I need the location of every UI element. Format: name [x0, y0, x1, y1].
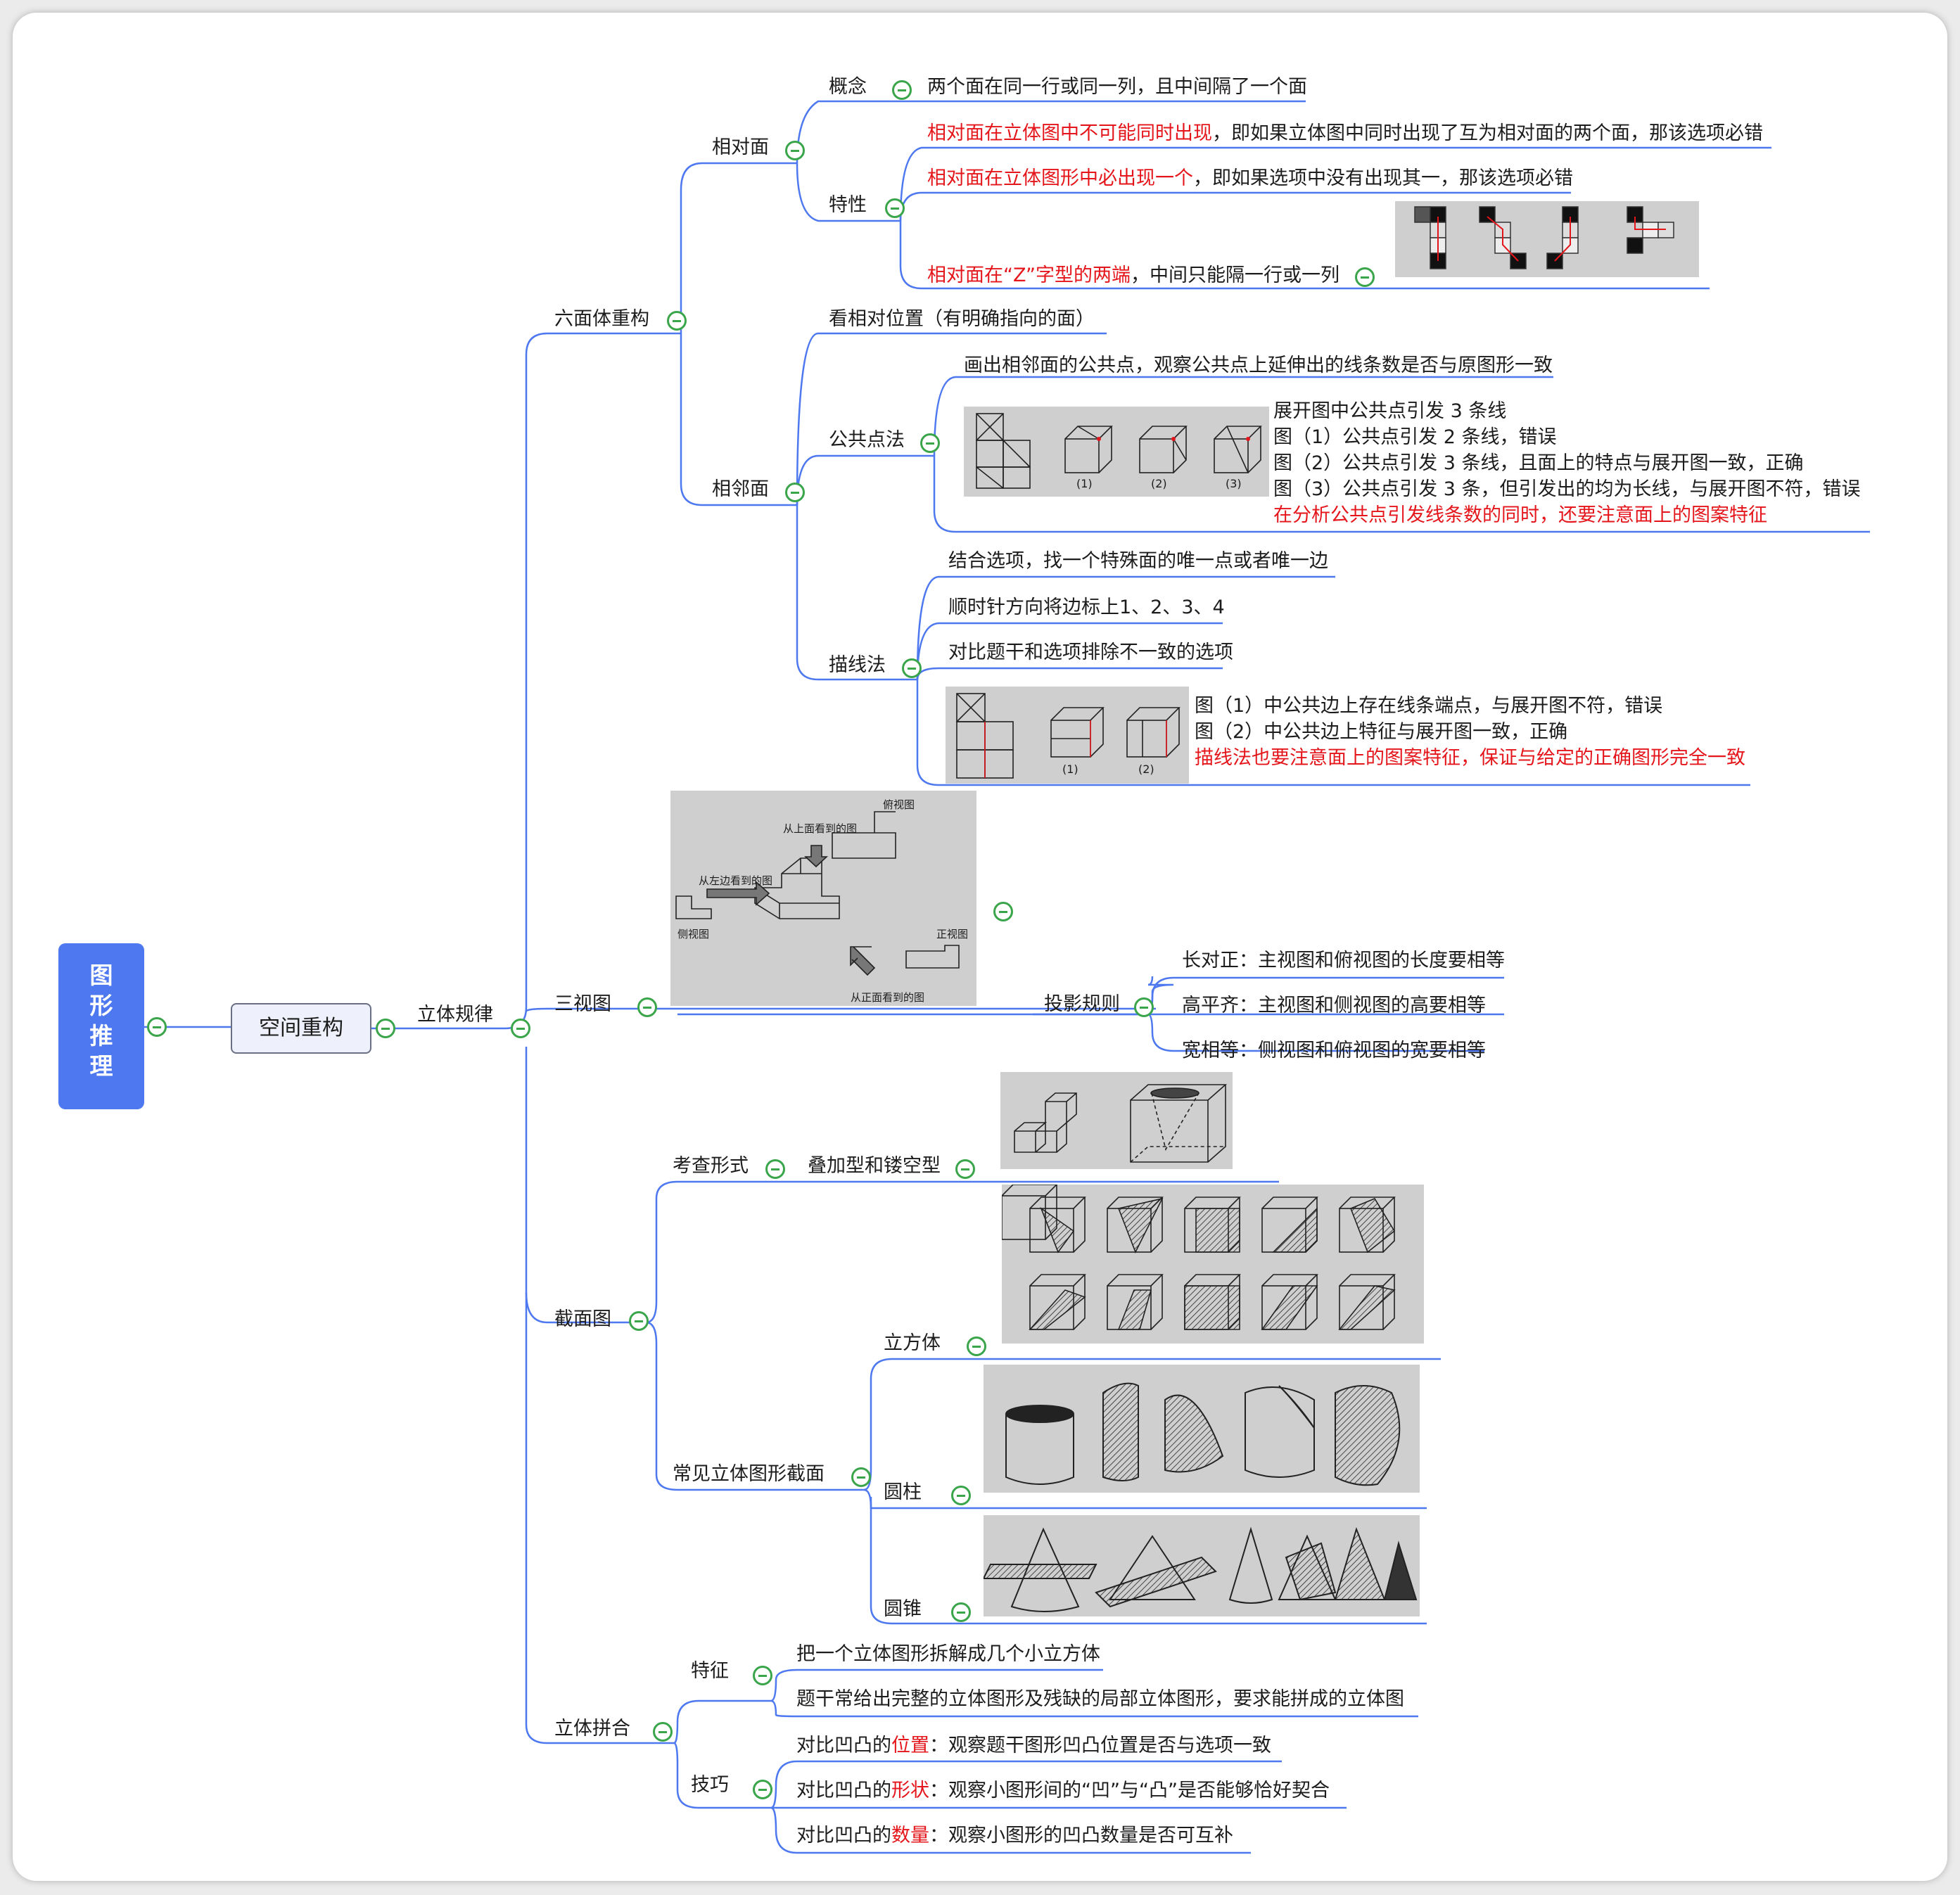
skill-quantity: 对比凹凸的数量：观察小图形的凹凸数量是否可互补	[796, 1825, 1233, 1846]
collapse-icon[interactable]	[920, 433, 940, 453]
collapse-icon[interactable]	[629, 1311, 649, 1331]
topic-space-reconstruction[interactable]: 空间重构	[231, 1003, 371, 1054]
label-projection-rule[interactable]: 投影规则	[1044, 993, 1120, 1015]
label-cylinder[interactable]: 圆柱	[884, 1481, 922, 1503]
topic-opposite-faces[interactable]: 相对面	[712, 136, 769, 158]
collapse-icon[interactable]	[753, 1666, 772, 1685]
img-label: 从左边看到的图	[699, 874, 773, 887]
root-char: 形	[89, 992, 113, 1019]
topic-adjacent-faces[interactable]: 相邻面	[712, 478, 769, 500]
label-features[interactable]: 特征	[691, 1660, 729, 1682]
concept-text: 两个面在同一行或同一列，且中间隔了一个面	[927, 76, 1307, 98]
collapse-icon[interactable]	[955, 1159, 975, 1179]
root-topic[interactable]: 图 形 推 理	[58, 943, 144, 1109]
root-char: 推	[89, 1022, 113, 1049]
feature-2: 题干常给出完整的立体图形及残缺的局部立体图形，要求能拼成的立体图	[796, 1688, 1404, 1710]
skill-shape: 对比凹凸的形状：观察小图形间的“凹”与“凸”是否能够恰好契合	[796, 1780, 1330, 1801]
label-trace-line[interactable]: 描线法	[829, 654, 886, 676]
collapse-icon[interactable]	[667, 311, 687, 331]
label-cone[interactable]: 圆锥	[884, 1598, 922, 1620]
img-label: 俯视图	[883, 798, 915, 811]
projection-rule-3: 宽相等：侧视图和俯视图的宽要相等	[1182, 1040, 1486, 1061]
img-label: 从正面看到的图	[851, 991, 925, 1004]
collapse-icon[interactable]	[511, 1019, 530, 1038]
cone-sections-image	[984, 1515, 1420, 1616]
collapse-icon[interactable]	[902, 658, 922, 678]
collapse-icon[interactable]	[1134, 997, 1154, 1017]
three-view-image: 俯视图 从上面看到的图 从左边看到的图 侧视图 正视图 从正面看到的图	[670, 791, 976, 1006]
look-relative-position: 看相对位置（有明确指向的面）	[829, 308, 1095, 330]
fig-label: (2)	[1151, 477, 1167, 490]
label-exam-form[interactable]: 考查形式	[673, 1155, 749, 1177]
common-note-3: 图（2）公共点引发 3 条线，且面上的特点与展开图一致，正确	[1273, 452, 1804, 474]
cylinder-sections-image	[984, 1365, 1420, 1493]
root-char: 理	[89, 1052, 113, 1080]
img-label: 从上面看到的图	[783, 822, 858, 835]
projection-rule-2: 高平齐：主视图和侧视图的高要相等	[1182, 995, 1486, 1016]
trace-step-2: 顺时针方向将边标上1、2、3、4	[948, 596, 1225, 618]
collapse-icon[interactable]	[851, 1467, 871, 1487]
label-cube[interactable]: 立方体	[884, 1332, 941, 1354]
fig-label: (1)	[1076, 477, 1093, 490]
common-note-warning: 在分析公共点引发线条数的同时，还要注意面上的图案特征	[1273, 504, 1767, 526]
trace-note-warning: 描线法也要注意面上的图案特征，保证与给定的正确图形完全一致	[1195, 747, 1745, 769]
img-label: 正视图	[936, 928, 969, 940]
connector-lines	[144, 100, 1870, 1854]
stacked-hollow-image	[1000, 1072, 1233, 1169]
projection-rule-1: 长对正：主视图和俯视图的长度要相等	[1182, 950, 1505, 971]
trace-step-3: 对比题干和选项排除不一致的选项	[948, 642, 1233, 663]
common-point-instruction: 画出相邻面的公共点，观察公共点上延伸出的线条数是否与原图形一致	[964, 355, 1553, 376]
collapse-icon[interactable]	[147, 1017, 167, 1037]
collapse-icon[interactable]	[892, 80, 912, 100]
common-point-cubes-image: (1) (2) (3)	[964, 407, 1269, 497]
cube-sections-image	[1002, 1185, 1424, 1344]
img-label: 侧视图	[677, 928, 710, 940]
topic-solid-assembly[interactable]: 立体拼合	[554, 1718, 630, 1740]
collapse-icon[interactable]	[885, 198, 905, 218]
mindmap-canvas: 图 形 推 理 空间重构 立体规律 六面体重构 相对面 概念 两个面在同一行或同…	[13, 13, 1947, 1881]
z-shape-nets-image	[1395, 201, 1699, 277]
common-note-2: 图（1）公共点引发 2 条线，错误	[1273, 426, 1557, 448]
collapse-icon[interactable]	[753, 1780, 772, 1799]
skill-position: 对比凹凸的位置：观察题干图形凹凸位置是否与选项一致	[796, 1735, 1271, 1756]
collapse-icon[interactable]	[376, 1019, 395, 1038]
collapse-icon[interactable]	[637, 997, 657, 1017]
collapse-icon[interactable]	[785, 483, 805, 502]
collapse-icon[interactable]	[993, 902, 1013, 921]
label-common-sections[interactable]: 常见立体图形截面	[673, 1463, 825, 1485]
collapse-icon[interactable]	[765, 1159, 785, 1179]
property-3: 相对面在“Z”字型的两端，中间只能隔一行或一列	[927, 264, 1339, 286]
property-2: 相对面在立体图形中必出现一个，即如果选项中没有出现其一，那该选项必错	[927, 167, 1573, 189]
trace-note-2: 图（2）中公共边上特征与展开图一致，正确	[1195, 721, 1568, 743]
collapse-icon[interactable]	[785, 141, 805, 160]
root-char: 图	[89, 962, 113, 989]
fig-label: (3)	[1226, 477, 1242, 490]
topic-cross-section[interactable]: 截面图	[554, 1308, 611, 1330]
common-note-1: 展开图中公共点引发 3 条线	[1273, 400, 1507, 422]
collapse-icon[interactable]	[967, 1336, 986, 1356]
collapse-icon[interactable]	[1355, 267, 1375, 287]
trace-line-cubes-image: (1) (2)	[946, 687, 1189, 784]
label-skills[interactable]: 技巧	[691, 1774, 729, 1796]
fig-label: (2)	[1138, 763, 1154, 776]
label-properties[interactable]: 特性	[829, 194, 867, 216]
feature-1: 把一个立体图形拆解成几个小立方体	[796, 1643, 1100, 1665]
trace-step-1: 结合选项，找一个特殊面的唯一点或者唯一边	[948, 550, 1328, 572]
fig-label: (1)	[1062, 763, 1078, 776]
topic-hexahedron[interactable]: 六面体重构	[554, 308, 649, 330]
common-note-4: 图（3）公共点引发 3 条，但引发出的均为长线，与展开图不符，错误	[1273, 478, 1861, 500]
collapse-icon[interactable]	[951, 1602, 971, 1622]
exam-type: 叠加型和镂空型	[808, 1155, 941, 1177]
topic-solid-rules[interactable]: 立体规律	[417, 1004, 493, 1026]
property-1: 相对面在立体图中不可能同时出现，即如果立体图中同时出现了互为相对面的两个面，那该…	[927, 122, 1763, 144]
trace-note-1: 图（1）中公共边上存在线条端点，与展开图不符，错误	[1195, 695, 1663, 717]
topic-three-views[interactable]: 三视图	[554, 993, 611, 1015]
label-concept[interactable]: 概念	[829, 76, 867, 98]
label-common-point[interactable]: 公共点法	[829, 429, 905, 451]
collapse-icon[interactable]	[951, 1486, 971, 1505]
collapse-icon[interactable]	[653, 1722, 673, 1742]
